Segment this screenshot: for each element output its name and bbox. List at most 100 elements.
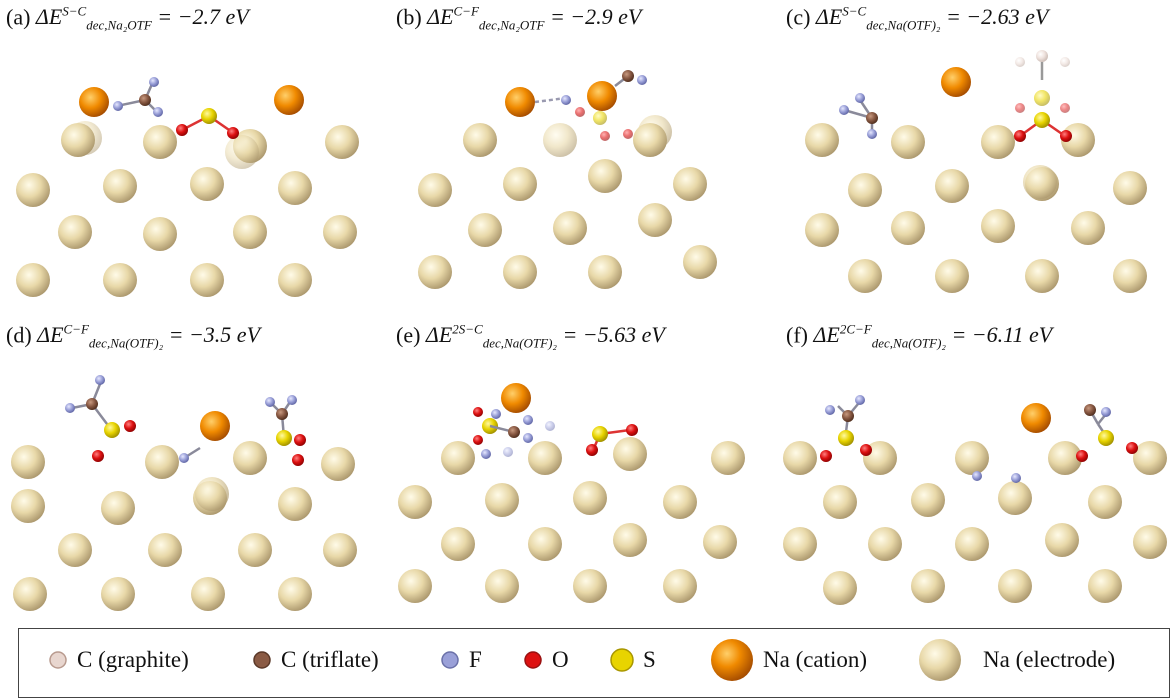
sulfur-atom [1034,112,1050,128]
oxygen-atom [1076,450,1088,462]
electrode-sodium-atom [711,441,745,475]
electrode-sodium-atom [418,255,452,289]
electrode-sodium-atom [485,569,519,603]
electrode-sodium-atom [325,125,359,159]
graphite-carbon [1060,57,1070,67]
triflate-carbon [1084,404,1096,416]
electrode-sodium-atom [891,211,925,245]
electrode-sodium-atom [663,569,697,603]
electrode-sodium-atom [1048,441,1082,475]
oxygen-atom [92,450,104,462]
legend-item-f: F [439,647,482,673]
electrode-sodium-atom [573,569,607,603]
electrode-sodium-atom [911,569,945,603]
electrode-sodium-atom [398,485,432,519]
panel-a-structure [16,77,359,297]
oxygen-atom [473,435,483,445]
electrode-sodium-atom [238,533,272,567]
sulfur-atom-icon [610,648,634,672]
sulfur-atom [1034,90,1050,106]
fluorine-atom [113,101,123,111]
panel-d: (d) ΔEC−Fdec,Na(OTF)₂ = −3.5 eV [0,318,390,618]
electrode-sodium-atom [588,255,622,289]
fluorine-atom [825,405,835,415]
panel-f-structure [783,395,1167,605]
fluorine-atom [65,403,75,413]
electrode-sodium-atom [1088,485,1122,519]
electrode-sodium-atom [528,441,562,475]
legend-item-graphite: C (graphite) [47,647,189,673]
oxygen-atom [1126,442,1138,454]
panel-e: (e) ΔE2S−Cdec,Na(OTF)₂ = −5.63 eV [390,318,780,618]
panel-a: (a) ΔES−Cdec,Na₂OTF = −2.7 eV [0,0,390,300]
fluorine-atom [153,107,163,117]
oxygen-atom [623,129,633,139]
oxygen-atom-icon [524,651,542,669]
fluorine-atom [1011,473,1021,483]
electrode-sodium-atom [195,477,229,511]
triflate-carbon [866,112,878,124]
electrode-sodium-atom [190,167,224,201]
triflate-carbon [842,410,854,422]
panel-d-label: (d) ΔEC−Fdec,Na(OTF)₂ = −3.5 eV [6,322,261,351]
electrode-sodium-atom [1088,569,1122,603]
oxygen-atom [575,107,585,117]
electrode-sodium-atom [891,125,925,159]
oxygen-atom [820,450,832,462]
oxygen-atom [1014,130,1026,142]
electrode-sodium-atom [278,577,312,611]
panel-b-structure [418,70,717,289]
fluorine-atom [265,397,275,407]
electrode-sodium-atom [823,571,857,605]
electrode-sodium-atom [398,569,432,603]
fluorine-atom [637,75,647,85]
electrode-sodium-atom [225,135,259,169]
electrode-sodium-atom [703,525,737,559]
oxygen-atom [227,127,239,139]
fluorine-atom [95,375,105,385]
sulfur-atom [593,111,607,125]
oxygen-atom [292,454,304,466]
fluorine-atom [481,449,491,459]
electrode-sodium-atom [663,485,697,519]
electrode-sodium-atom [1133,525,1167,559]
electrode-sodium-atom [485,483,519,517]
electrode-sodium-atom [673,167,707,201]
electrode-sodium-atom [143,217,177,251]
electrode-sodium-atom [1133,441,1167,475]
electrode-sodium-atom [613,437,647,471]
triflate-carbon [139,94,151,106]
electrode-sodium-atom [683,245,717,279]
electrode-sodium-atom [441,527,475,561]
panel-f: (f) ΔE2C−Fdec,Na(OTF)₂ = −6.11 eV [780,318,1170,618]
electrode-sodium-atom [528,527,562,561]
electrode-sodium-atom [543,123,577,157]
electrode-sodium-atom [868,527,902,561]
panel-b-label: (b) ΔEC−Fdec,Na₂OTF = −2.9 eV [396,4,642,33]
electrode-sodium-atom [323,215,357,249]
oxygen-atom [1015,103,1025,113]
electrode-sodium-atom [233,441,267,475]
legend-item-na-electrode: Na (electrode) [917,637,1115,683]
electrode-sodium-atom [911,483,945,517]
electrode-sodium-atom [145,445,179,479]
oxygen-atom [176,124,188,136]
fluorine-atom [287,395,297,405]
electrode-sodium-atom [503,255,537,289]
graphite-atom-icon [49,651,67,669]
oxygen-atom [1060,130,1072,142]
legend-item-na-cation: Na (cation) [709,637,867,683]
fluorine-atom-icon [441,651,459,669]
legend: C (graphite) C (triflate) F O S Na (cati… [18,628,1170,698]
panel-c-label: (c) ΔES−Cdec,Na(OTF)₂ = −2.63 eV [786,4,1049,33]
fluorine-atom [491,409,501,419]
electrode-sodium-atom [16,263,50,297]
sulfur-atom [276,430,292,446]
sulfur-atom [592,426,608,442]
legend-item-o: O [522,647,569,673]
electrode-sodium-atom [101,491,135,525]
electrode-sodium-atom [463,123,497,157]
electrode-sodium-atom [418,173,452,207]
panel-a-label: (a) ΔES−Cdec,Na₂OTF = −2.7 eV [6,4,249,33]
fluorine-atom [839,105,849,115]
